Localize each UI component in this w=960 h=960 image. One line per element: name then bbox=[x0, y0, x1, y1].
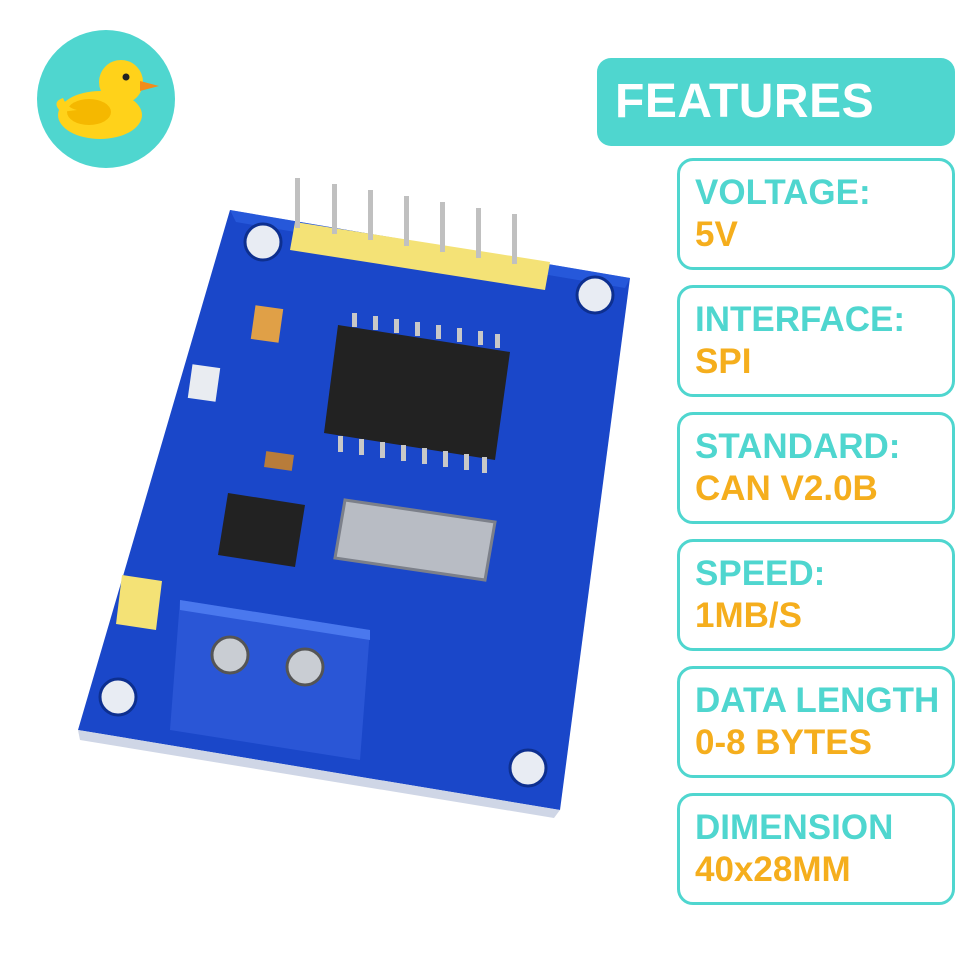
feature-card-interface: INTERFACE: SPI bbox=[677, 285, 955, 397]
feature-label: DATA LENGTH bbox=[695, 681, 940, 720]
feature-value: 40x28MM bbox=[695, 850, 851, 889]
feature-value: CAN V2.0B bbox=[695, 469, 878, 508]
feature-card-voltage: VOLTAGE: 5V bbox=[677, 158, 955, 270]
feature-card-standard: STANDARD: CAN V2.0B bbox=[677, 412, 955, 524]
feature-value: SPI bbox=[695, 342, 752, 381]
feature-card-speed: SPEED: 1MB/S bbox=[677, 539, 955, 651]
feature-label: STANDARD: bbox=[695, 427, 901, 466]
feature-label: DIMENSION bbox=[695, 808, 894, 847]
feature-value: 0-8 BYTES bbox=[695, 723, 872, 762]
feature-card-dimension: DIMENSION 40x28MM bbox=[677, 793, 955, 905]
board-illustration bbox=[78, 178, 630, 818]
feature-value: 1MB/S bbox=[695, 596, 802, 635]
feature-label: INTERFACE: bbox=[695, 300, 905, 339]
duck-icon bbox=[56, 60, 159, 139]
feature-label: VOLTAGE: bbox=[695, 173, 871, 212]
feature-value: 5V bbox=[695, 215, 738, 254]
feature-label: SPEED: bbox=[695, 554, 826, 593]
can-module-board bbox=[40, 170, 640, 820]
brand-logo bbox=[37, 30, 175, 168]
feature-card-data-length: DATA LENGTH 0-8 BYTES bbox=[677, 666, 955, 778]
features-title: FEATURES bbox=[597, 58, 955, 146]
